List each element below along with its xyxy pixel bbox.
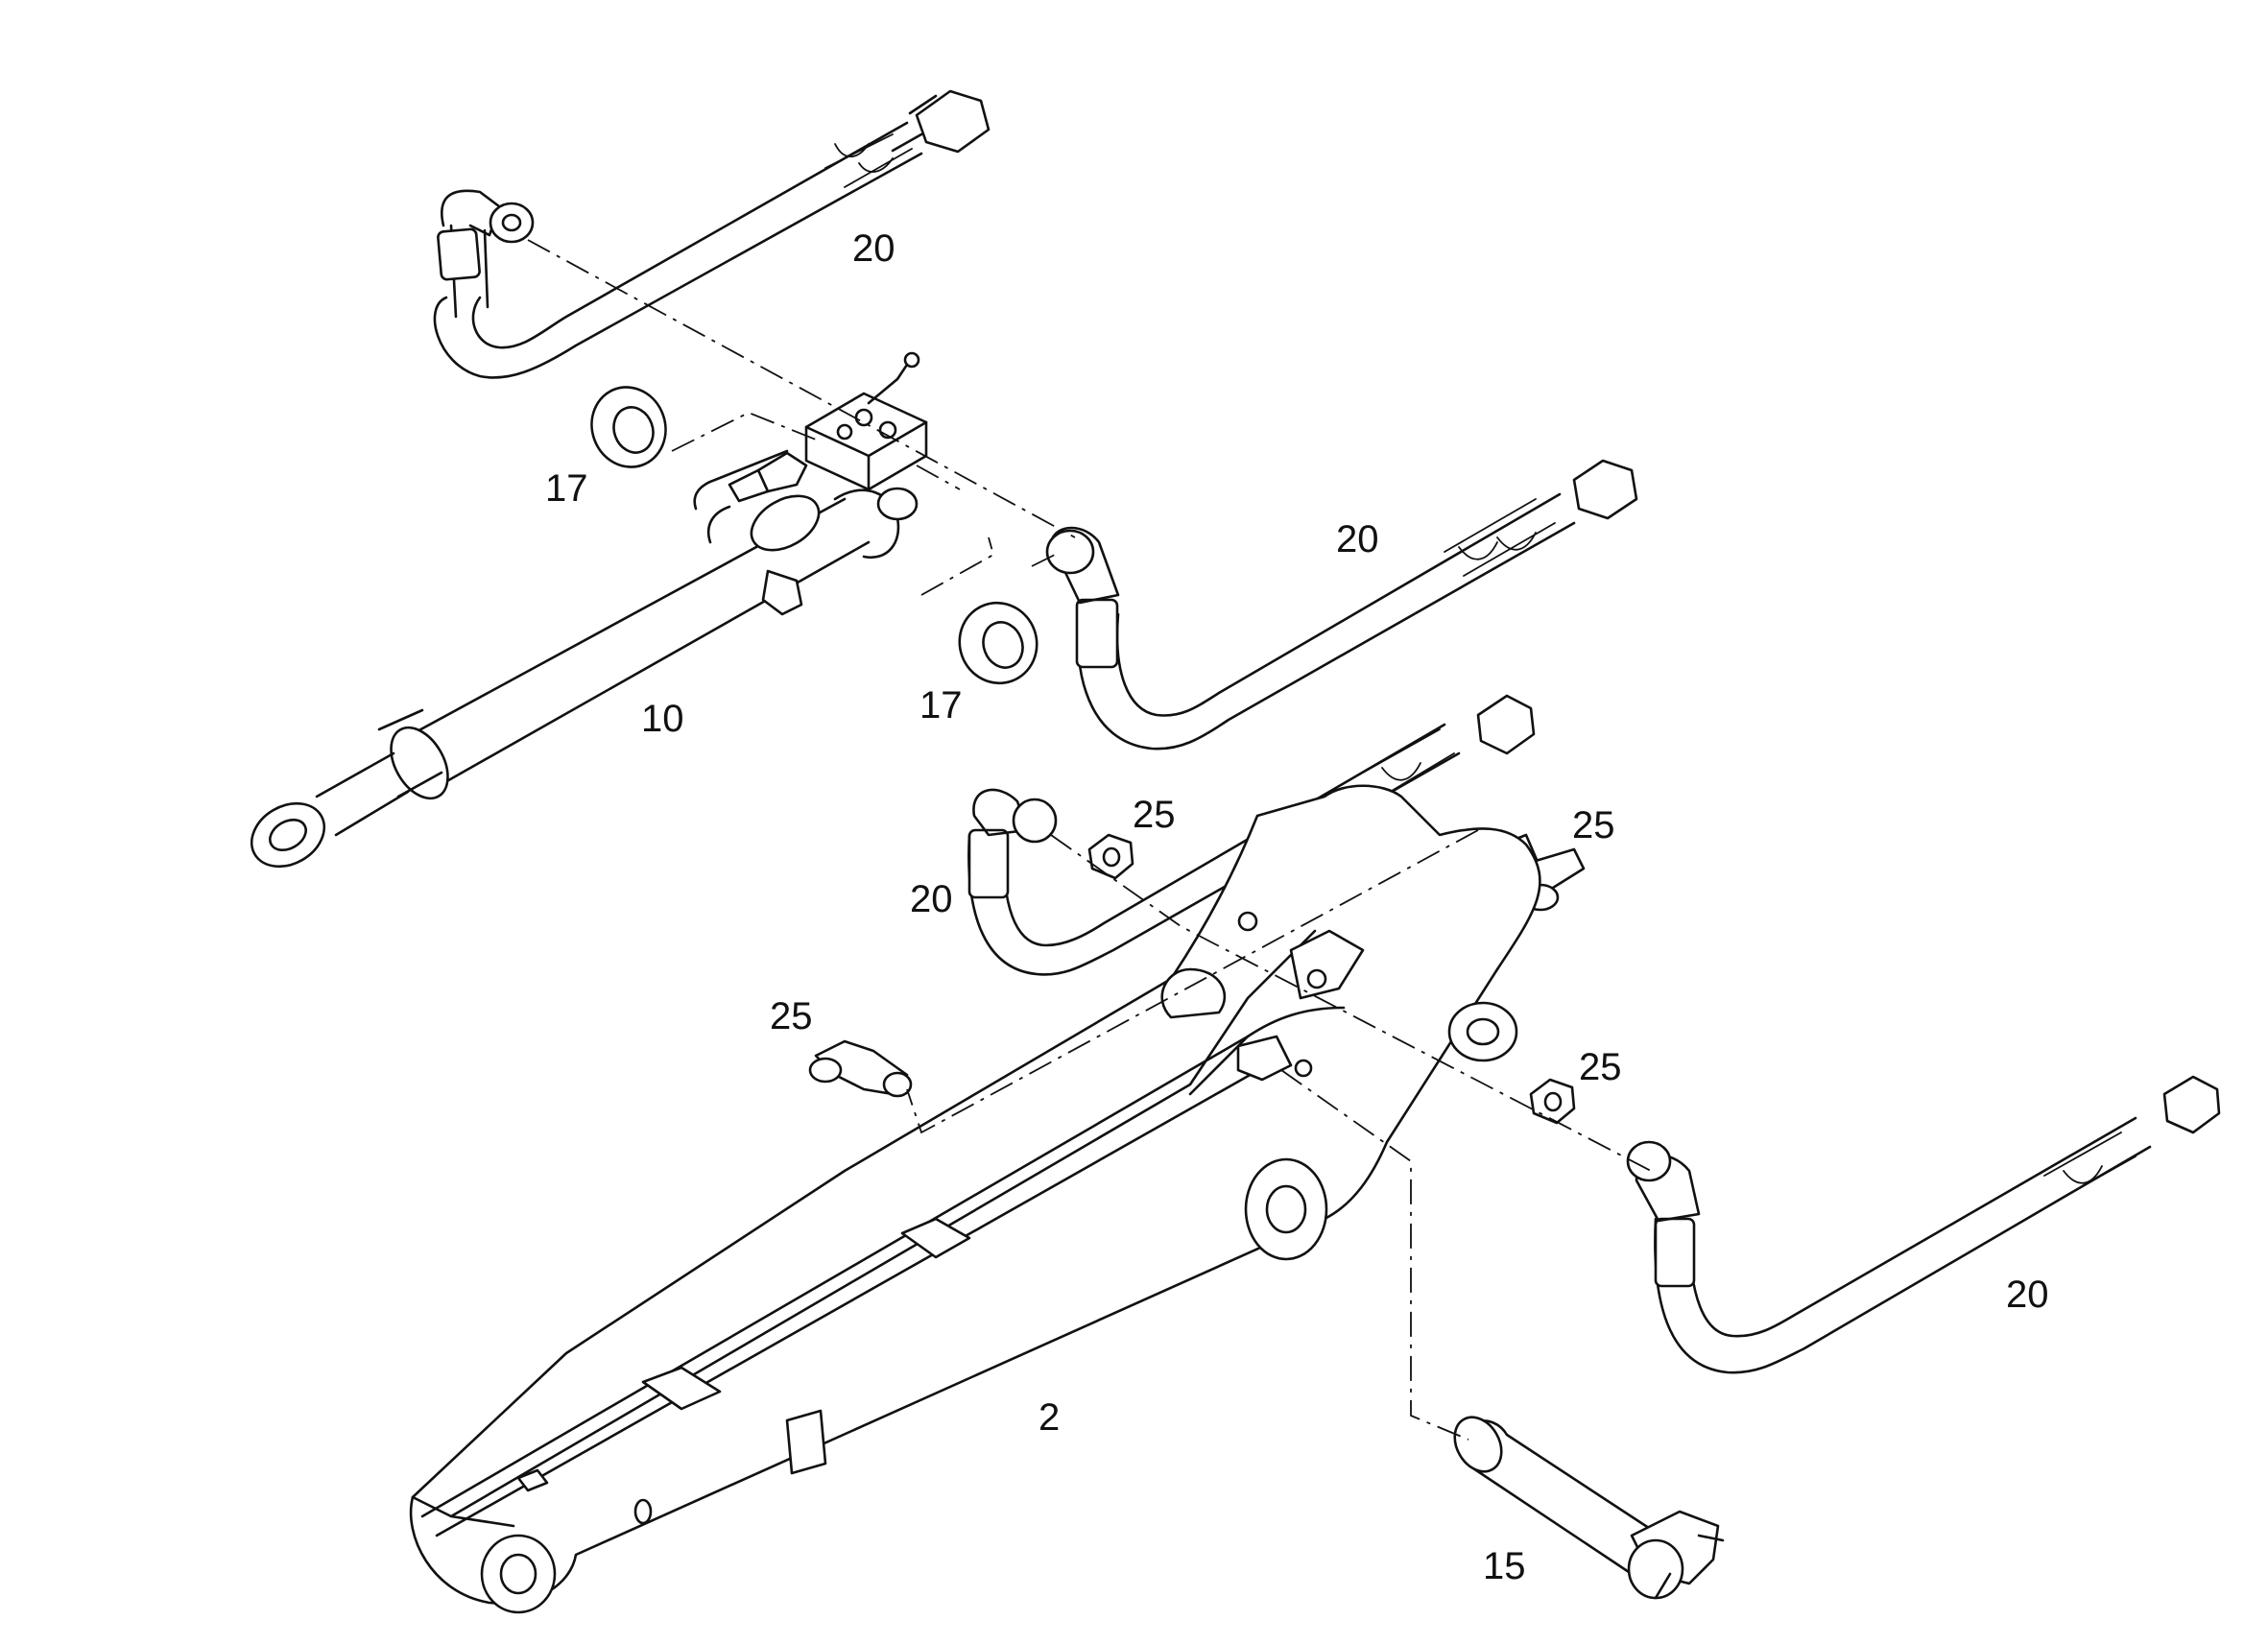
callout-10: 10 <box>641 698 684 740</box>
hydraulic-cylinder <box>250 449 919 869</box>
callout-20-mid-right: 20 <box>1336 518 1379 560</box>
assembly-center-lines <box>527 239 1652 1441</box>
nut-25d <box>1529 1078 1576 1125</box>
pin-15 <box>1453 1416 1725 1600</box>
hydraulic-hose-mid-right <box>1045 459 1638 751</box>
callout-25-nut-lower: 25 <box>1579 1046 1622 1088</box>
callout-25-nut-upper: 25 <box>1133 794 1176 836</box>
callout-2: 2 <box>1039 1396 1060 1439</box>
hydraulic-hose-lower-mid <box>967 694 1536 976</box>
hydraulic-hose-top <box>433 89 991 379</box>
callout-17-right: 17 <box>919 684 963 727</box>
seal-ring-17b <box>958 601 1039 685</box>
callout-17-left: 17 <box>545 467 588 510</box>
valve-block <box>728 351 928 503</box>
callout-20-lower-right: 20 <box>2006 1274 2049 1316</box>
seal-ring-17a <box>590 386 667 468</box>
callouts: 20 20 20 20 17 17 10 25 25 25 25 2 15 <box>545 227 2049 1587</box>
callout-20-top: 20 <box>852 227 895 270</box>
callout-20-lower-mid: 20 <box>910 878 953 920</box>
callout-25-elbow-left: 25 <box>770 995 813 1037</box>
elbow-fitting-25c <box>808 1039 913 1098</box>
callout-15: 15 <box>1483 1545 1526 1587</box>
callout-25-elbow-right: 25 <box>1572 804 1615 846</box>
hydraulic-hose-lower-right <box>1626 1075 2221 1374</box>
boom-arm <box>409 784 1541 1614</box>
nut-25a <box>1087 833 1134 880</box>
